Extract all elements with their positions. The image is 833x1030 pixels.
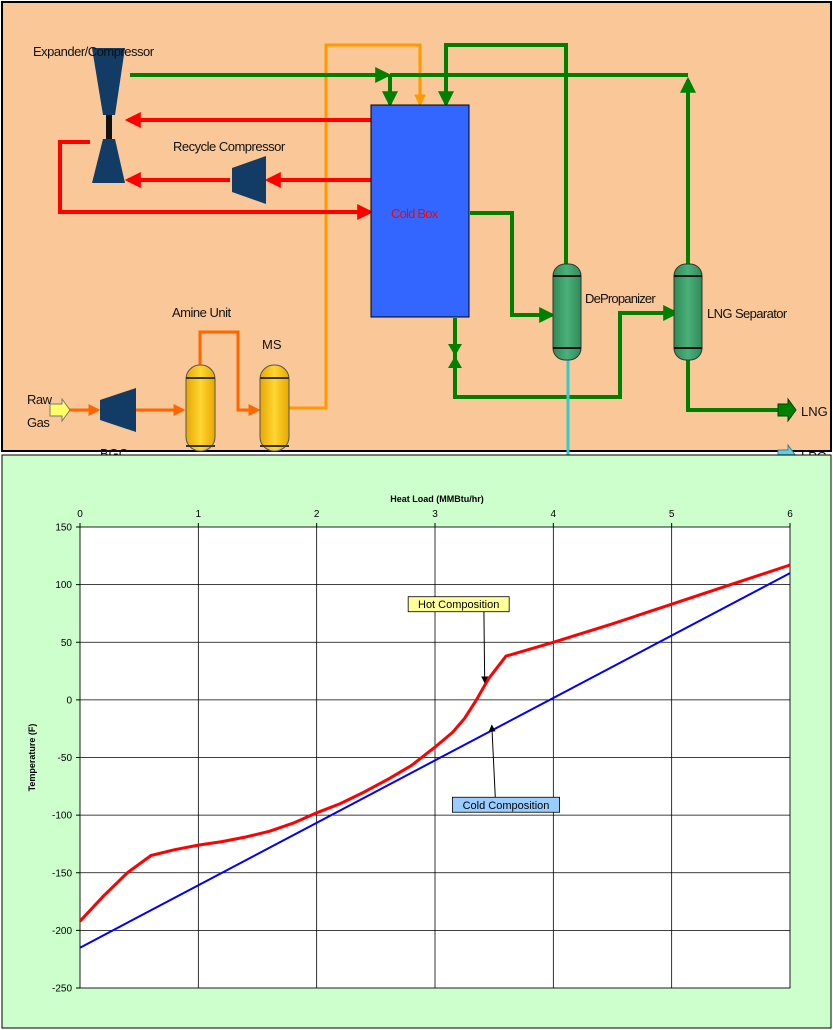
- x-tick-label: 0: [77, 509, 83, 520]
- cold-box: [370, 104, 470, 318]
- recycle-compressor: [232, 156, 266, 204]
- amine-unit-label: Amine Unit: [172, 305, 231, 320]
- amine-unit-vessel: [185, 364, 216, 452]
- expander-compressor-label: Expander/Compressor: [33, 44, 155, 59]
- raw-gas-label-1: Raw: [27, 392, 53, 407]
- coldbox-bottom-line: [453, 305, 680, 399]
- recycle-compressor-label: Recycle Compressor: [173, 139, 286, 154]
- x-tick-label: 4: [551, 509, 557, 520]
- x-tick-label: 5: [669, 509, 675, 520]
- lng-arrow-icon: [777, 397, 797, 423]
- annotation-label: Cold Composition: [463, 800, 550, 812]
- expander-compressor: [92, 48, 125, 183]
- expander-to-coldbox-red-line: [58, 140, 374, 220]
- y-axis-title: Temperature (F): [27, 724, 37, 792]
- depropanizer-overhead-line: [438, 43, 568, 264]
- y-tick-label: -200: [52, 926, 72, 937]
- y-tick-label: -150: [52, 868, 72, 879]
- y-tick-label: 50: [61, 638, 73, 649]
- orange-feed-line: [288, 43, 426, 410]
- x-axis-title: Heat Load (MMBtu/hr): [390, 494, 484, 504]
- depropanizer-column: [552, 263, 582, 361]
- y-tick-label: 0: [66, 695, 72, 706]
- y-tick-label: 150: [55, 523, 72, 534]
- x-tick-label: 3: [432, 509, 438, 520]
- depropanizer-label: DePropanizer: [585, 291, 656, 306]
- annotation-box: [451, 796, 560, 813]
- cold-box-label: Cold Box: [391, 206, 439, 221]
- raw-gas-arrow-icon: [49, 397, 71, 423]
- y-tick-label: 100: [55, 580, 72, 591]
- series-line-hot: [78, 563, 791, 923]
- bgc-compressor: [100, 388, 136, 432]
- y-tick-label: -250: [52, 984, 72, 995]
- lng-product-line: [686, 357, 785, 412]
- raw-gas-label-2: Gas: [27, 415, 50, 430]
- annotation-arrow: [488, 724, 496, 798]
- y-tick-label: -100: [52, 811, 72, 822]
- series-line-cold: [79, 572, 791, 949]
- lng-separator-column: [673, 263, 703, 361]
- ms-label: MS: [262, 337, 282, 352]
- annotation-box: [407, 596, 510, 613]
- amine-to-ms-line: [198, 330, 261, 416]
- lng-label: LNG: [801, 404, 828, 419]
- annotation-label: Hot Composition: [418, 599, 499, 611]
- x-tick-label: 6: [787, 509, 793, 520]
- control-valve: [448, 344, 462, 368]
- lng-separator-label: LNG Separator: [707, 306, 788, 321]
- y-tick-label: -50: [58, 753, 73, 764]
- x-tick-label: 2: [314, 509, 320, 520]
- ms-vessel: [259, 364, 290, 452]
- annotation-arrow: [481, 611, 489, 684]
- coldbox-to-depropanizer-line: [470, 211, 556, 323]
- x-tick-label: 1: [196, 509, 202, 520]
